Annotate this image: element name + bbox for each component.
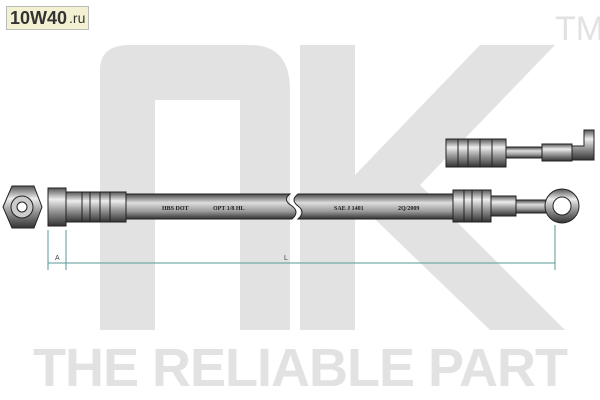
hose-print-4: 2Q/2009 — [398, 206, 419, 212]
watermark-main: 10W40 — [10, 7, 68, 28]
dimension-l-label: L — [284, 255, 288, 262]
watermark-badge: 10W40 .ru — [6, 6, 90, 30]
watermark-suffix: .ru — [69, 10, 86, 26]
hex-nut-fitting — [2, 185, 127, 229]
hose-print-3: SAE J 1401 — [334, 206, 364, 212]
banjo-fitting — [452, 188, 580, 224]
hose-print-2: OPT 1/8 HL — [213, 206, 245, 212]
hose-print-1: HBS DOT — [162, 206, 189, 212]
trademark-symbol: TM — [555, 10, 600, 48]
hose-tube — [125, 193, 456, 220]
dimension-line — [47, 225, 556, 270]
dimension-a-label: A — [55, 255, 60, 262]
nk-logo — [100, 45, 565, 330]
alternate-end-fitting — [445, 129, 595, 168]
brand-tagline: THE RELIABLE PART — [33, 338, 568, 398]
